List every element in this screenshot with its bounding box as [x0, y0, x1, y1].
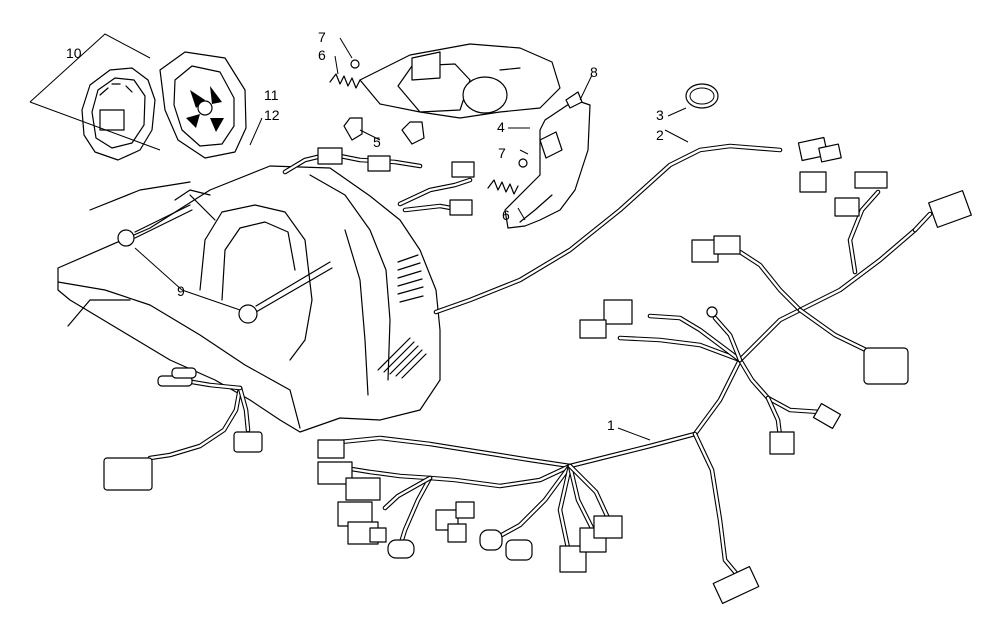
bulb-socket-right [401, 121, 425, 145]
callout-12: 12 [264, 107, 280, 123]
callout-7-upper: 7 [318, 29, 326, 45]
callout-leaders [134, 37, 689, 441]
callout-2: 2 [656, 127, 664, 143]
adjuster-spring-lower [487, 179, 519, 195]
adjuster-spring-upper [329, 73, 361, 89]
callout-10: 10 [66, 45, 82, 61]
callout-8: 8 [590, 64, 598, 80]
harness-connectors [103, 136, 972, 605]
bulb-socket-left [343, 117, 363, 141]
adjuster-screw-lower [518, 158, 528, 168]
headlight-lens [504, 99, 591, 229]
speedometer-gauge [81, 67, 156, 161]
callout-11: 11 [264, 87, 279, 103]
gauge-housing [159, 51, 247, 159]
callout-6-upper: 6 [318, 47, 326, 63]
adjuster-screw-upper [350, 59, 360, 69]
headlight-reflector [359, 43, 561, 119]
callout-5: 5 [373, 134, 381, 150]
main-wiring-harness [147, 143, 933, 581]
callout-4: 4 [497, 119, 505, 135]
hood-vent-lower [377, 337, 427, 379]
mounting-bolt-lower [238, 261, 333, 324]
callout-1: 1 [607, 417, 615, 433]
headlight-subharness [282, 147, 475, 216]
hood-panel [57, 165, 441, 433]
callout-labels: 1 2 3 4 5 6 6 7 7 8 9 10 11 12 [66, 29, 664, 433]
callout-7-lower: 7 [498, 145, 506, 161]
hood-vent-upper [397, 254, 424, 303]
retaining-ring [685, 83, 719, 109]
callout-3: 3 [656, 107, 664, 123]
mounting-bolt-upper [117, 204, 193, 247]
headlight-connector [565, 91, 583, 109]
callout-6-lower: 6 [502, 207, 510, 223]
callout-9: 9 [177, 283, 185, 299]
